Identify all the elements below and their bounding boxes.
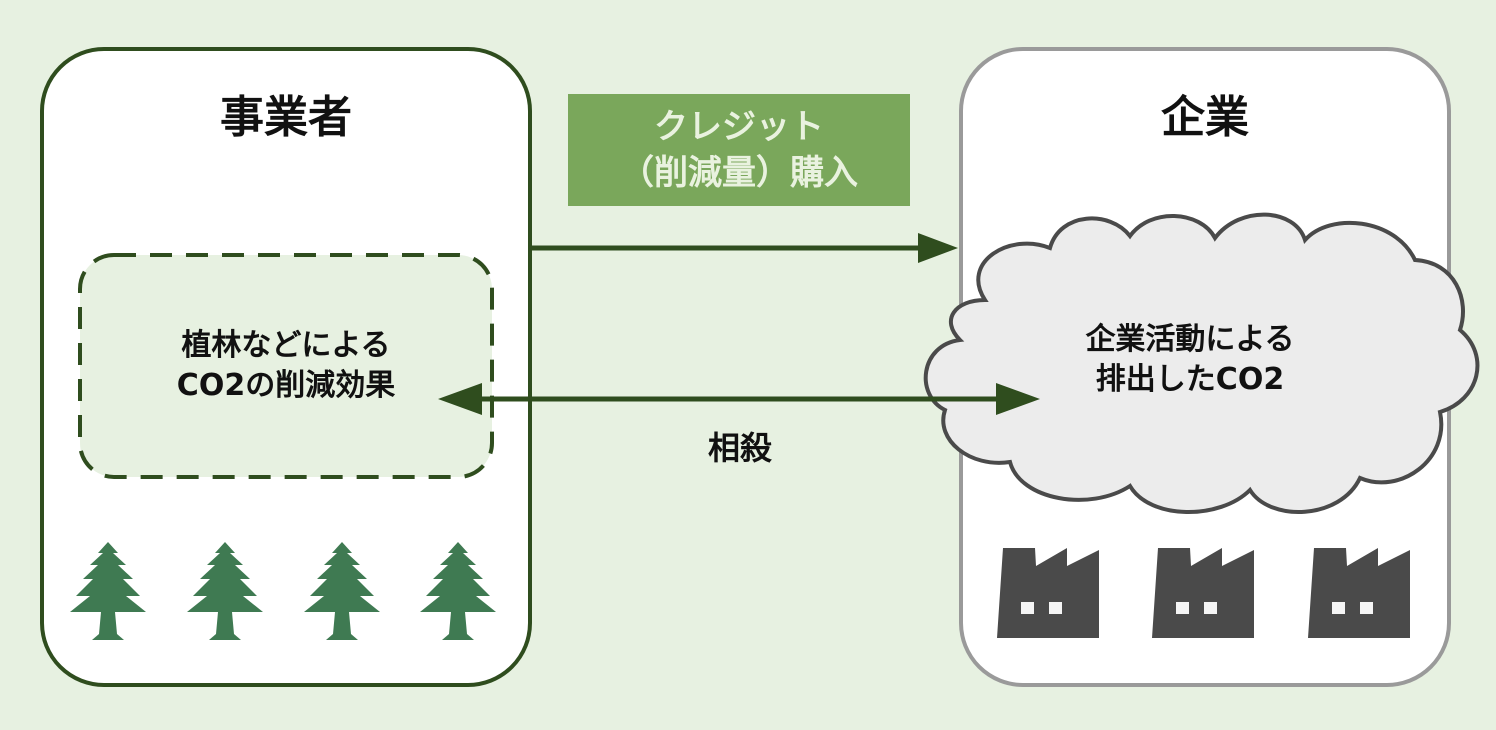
- credit-purchase-arrow: [530, 233, 958, 263]
- offset-double-arrow: [438, 383, 1040, 415]
- credit-purchase-box: クレジット （削減量）購入: [568, 94, 910, 206]
- factory-icon: [997, 548, 1099, 638]
- reduction-region: [78, 253, 494, 479]
- credit-purchase-label: クレジット （削減量）購入: [620, 107, 858, 193]
- factory-icon: [1152, 548, 1254, 638]
- emission-text: 企業活動による 排出したCO2: [1085, 322, 1295, 397]
- operator-title: 事業者: [220, 92, 352, 143]
- company-title: 企業: [1161, 92, 1249, 143]
- offset-label: 相殺: [707, 429, 772, 467]
- emission-cloud: [923, 212, 1480, 514]
- reduction-effect-text: 植林などによる CO2の削減効果: [176, 328, 396, 403]
- factory-icon: [1308, 548, 1410, 638]
